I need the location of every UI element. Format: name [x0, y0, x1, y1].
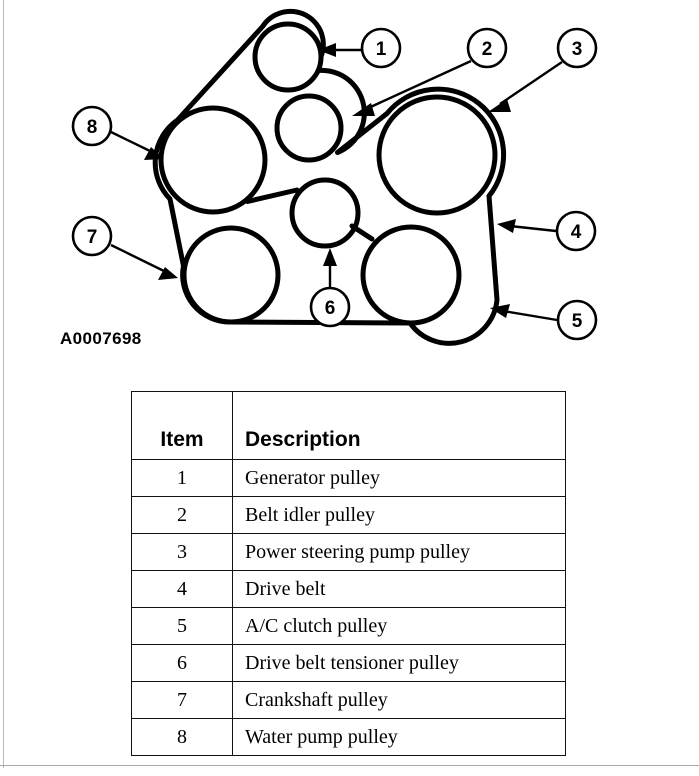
water-pump-pulley [158, 105, 268, 215]
callout-circle-3 [556, 27, 598, 69]
figure-part-number: A0007698 [60, 329, 142, 348]
arrow-head-1 [318, 43, 336, 57]
leader-line-5 [502, 309, 558, 322]
belt-idler-pulley [274, 93, 344, 163]
table-header-row: Item Description [131, 391, 566, 460]
cell-item: 3 [131, 533, 233, 571]
belt-routing-svg: 1 2 3 4 5 6 7 [60, 8, 598, 348]
cell-description: Power steering pump pulley [232, 533, 566, 571]
callout-6[interactable]: 6 [309, 286, 351, 328]
arrow-head-6 [323, 248, 337, 266]
callout-circle-7 [71, 215, 113, 257]
table-row: 7 Crankshaft pulley [131, 681, 566, 719]
power-steering-pump-pulley [376, 94, 498, 216]
callout-label-4: 4 [571, 222, 582, 243]
cell-item: 2 [131, 496, 233, 534]
drive-belt-tensioner-run [349, 223, 375, 242]
crankshaft-pulley [181, 225, 281, 325]
cell-description: Belt idler pulley [232, 496, 566, 534]
cell-description: A/C clutch pulley [232, 607, 566, 645]
callout-4[interactable]: 4 [555, 210, 597, 252]
callout-label-6: 6 [325, 298, 336, 319]
callout-label-7: 7 [87, 227, 98, 248]
leader-line-2 [363, 59, 472, 112]
callout-7[interactable]: 7 [71, 215, 113, 257]
cell-description: Drive belt tensioner pulley [232, 644, 566, 682]
callout-circle-1 [360, 27, 402, 69]
table-row: 3 Power steering pump pulley [131, 533, 566, 571]
table-header: Item Description [131, 391, 566, 460]
drive-belt-inner-run [245, 187, 300, 204]
arrow-head-4 [497, 219, 516, 233]
table-row: 6 Drive belt tensioner pulley [131, 644, 566, 682]
cell-item: 5 [131, 607, 233, 645]
callout-circle-5 [556, 299, 598, 341]
page-border-left [3, 0, 4, 768]
page-border-bottom [0, 765, 699, 766]
callout-label-5: 5 [572, 311, 583, 332]
arrow-head-2 [352, 103, 375, 116]
leader-line-7 [110, 243, 167, 274]
callout-label-3: 3 [572, 39, 583, 60]
callout-label-1: 1 [376, 39, 387, 60]
arrow-head-5 [490, 304, 510, 318]
callout-5[interactable]: 5 [556, 299, 598, 341]
leader-line-8 [110, 130, 153, 154]
cell-item: 6 [131, 644, 233, 682]
cell-description: Drive belt [232, 570, 566, 608]
cell-description: Crankshaft pulley [232, 681, 566, 719]
arrow-head-8 [144, 147, 164, 160]
leader-line-3 [499, 61, 563, 105]
cell-item: 1 [131, 459, 233, 497]
parts-legend-table: Item Description 1 Generator pulley 2 Be… [131, 391, 566, 756]
leader-line-4 [509, 224, 557, 233]
table-row: 5 A/C clutch pulley [131, 607, 566, 645]
cell-item: 7 [131, 681, 233, 719]
callout-2[interactable]: 2 [466, 27, 508, 69]
serpentine-belt-routing-diagram: 1 2 3 4 5 6 7 [0, 0, 699, 380]
callout-8[interactable]: 8 [71, 105, 113, 147]
callout-1[interactable]: 1 [360, 27, 402, 69]
table-body: 1 Generator pulley 2 Belt idler pulley 3… [131, 459, 566, 756]
callout-label-8: 8 [87, 117, 98, 138]
callout-3[interactable]: 3 [556, 27, 598, 69]
arrow-head-7 [158, 267, 178, 280]
callout-circle-2 [466, 27, 508, 69]
callout-circle-4 [555, 210, 597, 252]
table-row: 8 Water pump pulley [131, 718, 566, 756]
column-header-item: Item [131, 391, 233, 460]
callout-circle-8 [71, 105, 113, 147]
table-row: 4 Drive belt [131, 570, 566, 608]
callout-circle-6 [309, 286, 351, 328]
table-row: 1 Generator pulley [131, 459, 566, 497]
cell-description: Generator pulley [232, 459, 566, 497]
column-header-description: Description [232, 391, 566, 460]
cell-item: 4 [131, 570, 233, 608]
callout-label-2: 2 [482, 39, 493, 60]
table-row: 2 Belt idler pulley [131, 496, 566, 534]
ac-clutch-pulley [360, 224, 462, 326]
cell-item: 8 [131, 718, 233, 756]
cell-description: Water pump pulley [232, 718, 566, 756]
drive-belt-tensioner-pulley [289, 177, 361, 249]
arrow-head-3 [488, 99, 511, 112]
generator-pulley [252, 21, 324, 93]
